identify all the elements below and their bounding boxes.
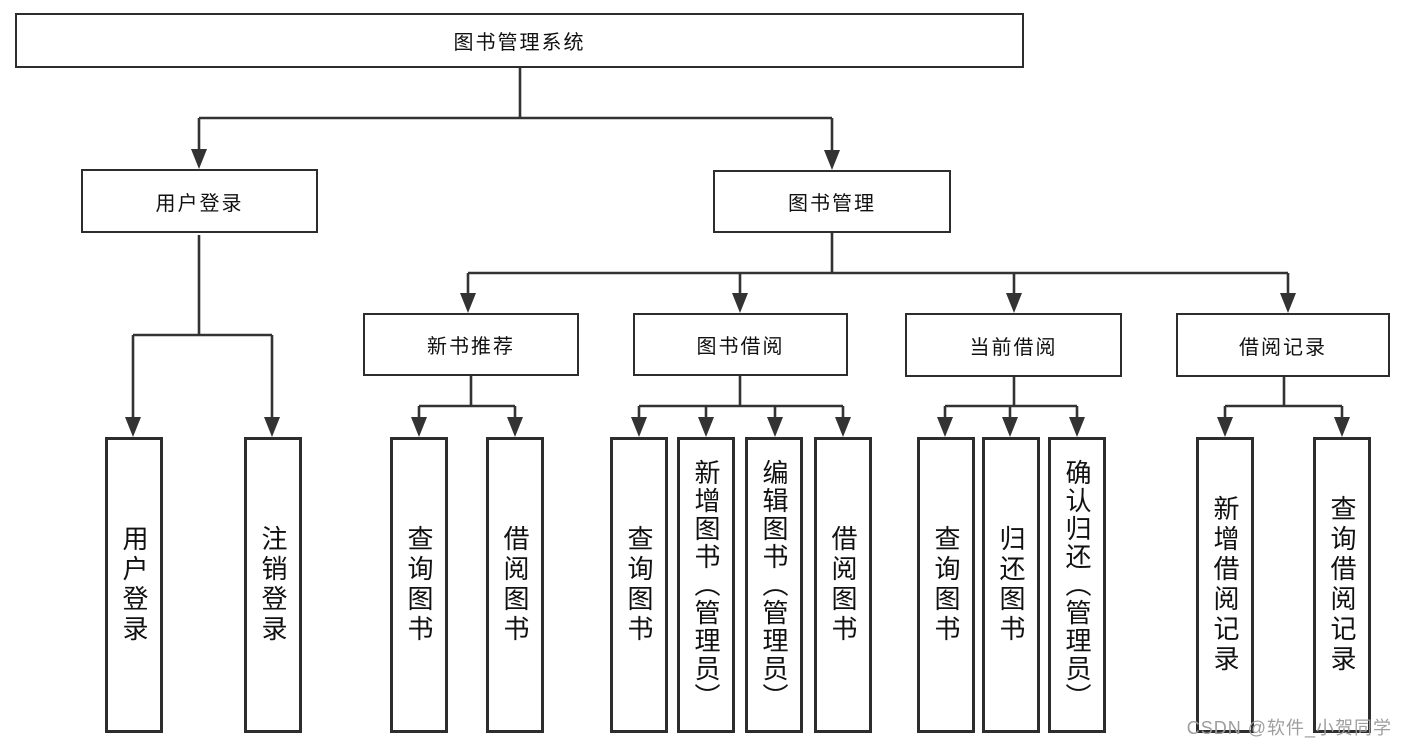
leaf-label: 编辑图书（管理员） (759, 459, 789, 711)
leaf-logout: 注销登录 (244, 437, 302, 733)
leaf-recommend-borrow-books: 借阅图书 (486, 437, 544, 733)
leaf-label: 注销登录 (258, 525, 288, 645)
leaf-return-books: 归还图书 (982, 437, 1040, 733)
leaf-label: 借阅图书 (828, 525, 858, 645)
leaf-query-borrow-record: 查询借阅记录 (1313, 437, 1371, 733)
leaf-label: 新增图书（管理员） (691, 459, 721, 711)
node-borrowing-records: 借阅记录 (1176, 313, 1390, 377)
leaf-label: 查询图书 (624, 525, 654, 645)
leaf-borrowing-query-books: 查询图书 (610, 437, 668, 733)
node-label: 当前借阅 (969, 336, 1058, 359)
leaf-current-query-books: 查询图书 (917, 437, 975, 733)
node-label: 图书管理 (788, 193, 876, 215)
leaf-label: 用户登录 (119, 525, 149, 645)
node-label: 图书借阅 (696, 336, 785, 358)
node-book-borrowing: 图书借阅 (633, 313, 848, 376)
node-label: 用户登录 (155, 192, 244, 215)
leaf-label: 归还图书 (996, 525, 1026, 645)
leaf-label: 查询图书 (931, 525, 961, 645)
leaf-label: 新增借阅记录 (1210, 495, 1240, 675)
leaf-add-books-admin: 新增图书（管理员） (677, 437, 735, 733)
node-current-borrowing: 当前借阅 (905, 313, 1122, 377)
node-label: 借阅记录 (1239, 336, 1327, 359)
node-label: 新书推荐 (427, 336, 515, 358)
leaf-edit-books-admin: 编辑图书（管理员） (745, 437, 803, 733)
leaf-label: 借阅图书 (500, 525, 530, 645)
leaf-label: 确认归还（管理员） (1062, 459, 1092, 711)
leaf-user-login: 用户登录 (105, 437, 163, 733)
node-user-login: 用户登录 (81, 169, 318, 233)
leaf-add-borrow-record: 新增借阅记录 (1196, 437, 1254, 733)
node-label: 图书管理系统 (453, 32, 586, 54)
node-book-management: 图书管理 (713, 170, 951, 233)
leaf-label: 查询图书 (404, 525, 434, 645)
leaf-recommend-query-books: 查询图书 (390, 437, 448, 733)
leaf-borrowing-borrow-books: 借阅图书 (814, 437, 872, 733)
node-new-book-recommendation: 新书推荐 (363, 313, 579, 376)
node-library-management-system: 图书管理系统 (15, 13, 1024, 68)
leaf-confirm-return-admin: 确认归还（管理员） (1048, 437, 1106, 733)
arrowheads (125, 149, 1350, 437)
watermark: CSDN @软件_小贺同学 (1186, 718, 1392, 738)
leaf-label: 查询借阅记录 (1327, 495, 1357, 675)
